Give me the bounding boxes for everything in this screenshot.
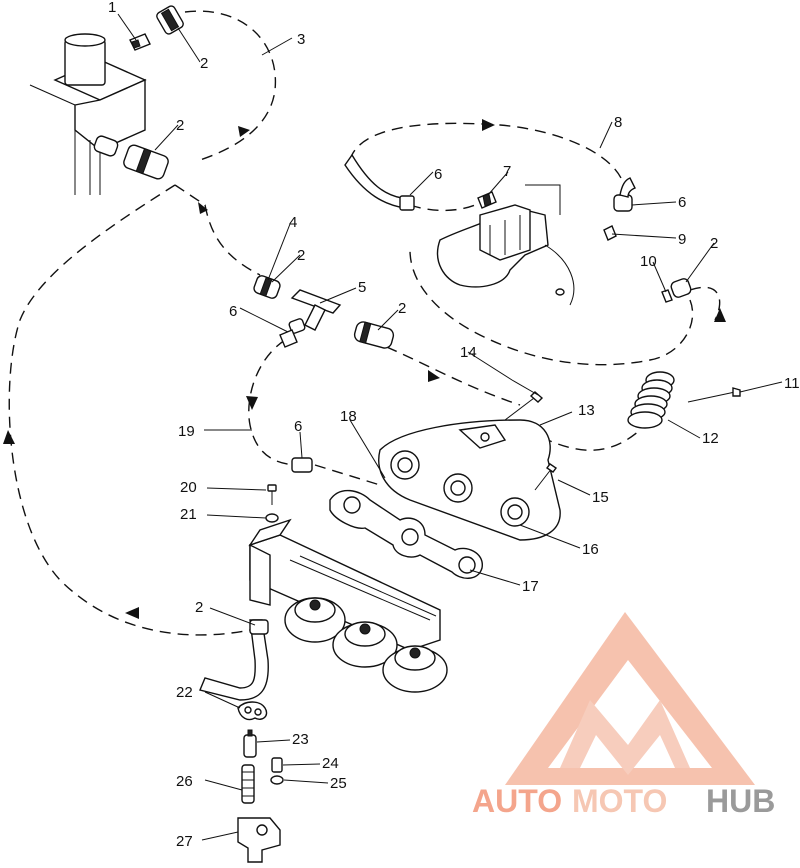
washer-25 bbox=[270, 775, 284, 785]
clamp-2c bbox=[670, 278, 692, 298]
flow-arrow bbox=[714, 308, 726, 322]
bolt-24 bbox=[271, 757, 283, 773]
callout-21: 21 bbox=[180, 506, 197, 523]
callout-11: 11 bbox=[784, 375, 800, 392]
flow-arrow bbox=[482, 119, 495, 131]
callout-22: 22 bbox=[176, 684, 193, 701]
callout-6: 6 bbox=[434, 166, 442, 183]
flow-arrow bbox=[125, 607, 139, 619]
hose-7-block bbox=[409, 199, 486, 212]
spring-26 bbox=[241, 764, 255, 804]
exhaust-manifold-16 bbox=[378, 419, 561, 541]
callout-2: 2 bbox=[195, 599, 203, 616]
gasket-17 bbox=[329, 489, 483, 579]
callout-2: 2 bbox=[176, 117, 184, 134]
flow-arrow bbox=[246, 396, 258, 410]
clamp-2e bbox=[353, 321, 395, 349]
clamp-2b bbox=[93, 135, 169, 180]
callout-12: 12 bbox=[702, 430, 719, 447]
callout-20: 20 bbox=[180, 479, 197, 496]
bolt-11 bbox=[687, 387, 741, 403]
callout-27: 27 bbox=[176, 833, 193, 850]
reservoir-tank bbox=[29, 33, 147, 195]
bolt-14 bbox=[504, 391, 544, 421]
callout-4: 4 bbox=[289, 214, 297, 231]
lower-hose bbox=[199, 619, 269, 701]
hose-19 bbox=[248, 339, 301, 466]
callout-23: 23 bbox=[292, 731, 309, 748]
callout-15: 15 bbox=[592, 489, 609, 506]
callout-6: 6 bbox=[294, 418, 302, 435]
washer-21 bbox=[265, 513, 279, 523]
callout-16: 16 bbox=[582, 541, 599, 558]
callout-2: 2 bbox=[297, 247, 305, 264]
callout-17: 17 bbox=[522, 578, 539, 595]
fitting-6b bbox=[613, 177, 636, 212]
flow-arrow bbox=[3, 430, 15, 444]
callout-5: 5 bbox=[358, 279, 366, 296]
hose-2c-loop bbox=[689, 286, 721, 321]
clamp-2a bbox=[156, 5, 184, 35]
tee-fitting-5 bbox=[288, 289, 342, 334]
callout-8: 8 bbox=[614, 114, 622, 131]
watermark-logo: AUTO MOTO HUB bbox=[472, 612, 775, 819]
bolt-15 bbox=[534, 463, 558, 491]
callout-2: 2 bbox=[200, 55, 208, 72]
hose-6d-manifold bbox=[314, 464, 381, 486]
callout-14: 14 bbox=[460, 344, 477, 361]
hose-to-2e bbox=[369, 339, 521, 406]
callout-7: 7 bbox=[503, 163, 511, 180]
callout-6: 6 bbox=[678, 194, 686, 211]
callout-2: 2 bbox=[398, 300, 406, 317]
watermark-text-moto: MOTO bbox=[572, 783, 667, 819]
fitting-9 bbox=[603, 225, 617, 241]
callout-leaders bbox=[117, 13, 783, 841]
callout-9: 9 bbox=[678, 231, 686, 248]
callout-19: 19 bbox=[178, 423, 195, 440]
callout-10: 10 bbox=[640, 253, 657, 270]
fitting-7 bbox=[477, 191, 497, 209]
callout-3: 3 bbox=[297, 31, 305, 48]
clamp-2d bbox=[253, 275, 281, 299]
water-block-housing bbox=[436, 184, 575, 306]
flow-arrow bbox=[238, 126, 250, 137]
fitting-10 bbox=[661, 289, 673, 303]
fitting-6a bbox=[344, 153, 415, 211]
watermark-text-auto: AUTO bbox=[472, 783, 562, 819]
callout-1: 1 bbox=[108, 0, 116, 16]
callout-6: 6 bbox=[229, 303, 237, 320]
callout-25: 25 bbox=[330, 775, 347, 792]
callout-13: 13 bbox=[578, 402, 595, 419]
fitting-6d bbox=[291, 457, 313, 473]
hose-4 bbox=[174, 184, 261, 276]
hose-main-left bbox=[8, 184, 251, 636]
flow-arrow bbox=[428, 370, 440, 382]
callout-labels: 1 2 3 2 8 6 7 6 9 2 10 4 2 5 6 2 14 11 1… bbox=[108, 0, 800, 850]
flow-arrow bbox=[198, 202, 208, 214]
gasket-22 bbox=[237, 701, 268, 721]
hose-3 bbox=[184, 10, 277, 161]
sensor-23 bbox=[243, 729, 257, 758]
callout-24: 24 bbox=[322, 755, 339, 772]
cylinder-head bbox=[248, 518, 448, 693]
watermark-text-hub: HUB bbox=[706, 783, 775, 819]
callout-18: 18 bbox=[340, 408, 357, 425]
hose-8 bbox=[349, 122, 626, 191]
callout-2: 2 bbox=[710, 235, 718, 252]
spring-12 bbox=[627, 371, 675, 429]
housing-27 bbox=[237, 817, 281, 863]
watermark-m-shape bbox=[560, 700, 690, 775]
bolt-20 bbox=[267, 484, 277, 505]
callout-26: 26 bbox=[176, 773, 193, 790]
